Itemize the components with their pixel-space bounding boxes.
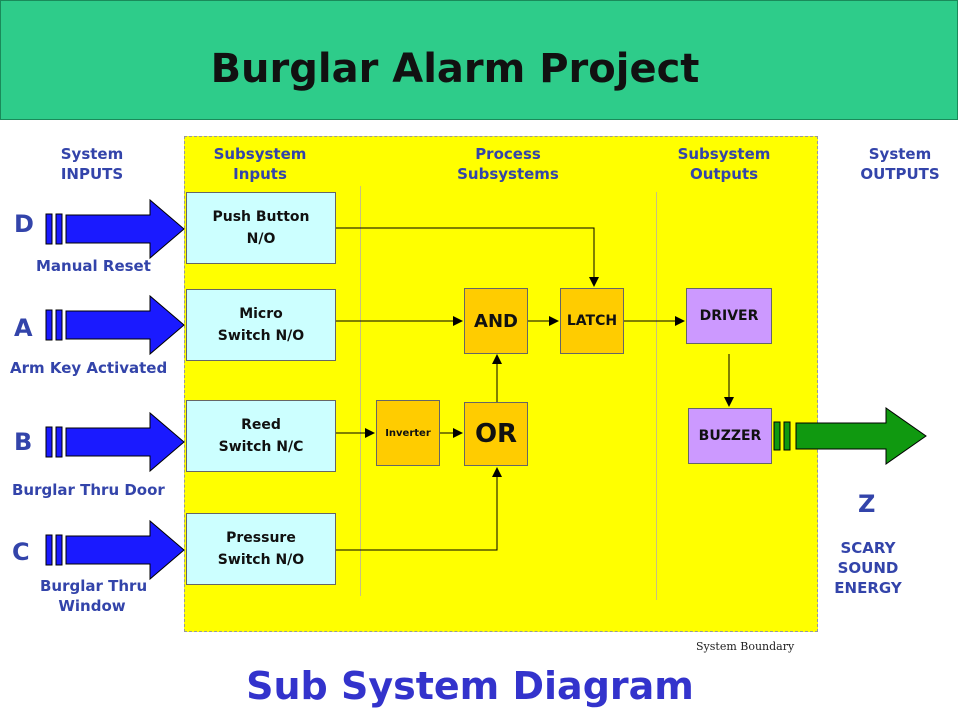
input-letter-a: A — [14, 314, 33, 342]
input-label-burglar-door: Burglar Thru Door — [12, 481, 165, 499]
col-subsystem-inputs: Subsystem Inputs — [213, 145, 307, 183]
output-arrow-z — [773, 407, 927, 465]
inverter-box: Inverter — [376, 400, 440, 466]
input-arrow-c — [45, 519, 185, 581]
diagram-title: Sub System Diagram — [246, 664, 694, 708]
col-process-subsystems: Process Subsystems — [457, 145, 559, 183]
driver-box: DRIVER — [686, 288, 772, 344]
divider-line — [360, 186, 361, 596]
output-letter-z: Z — [858, 490, 876, 518]
buzzer-box: BUZZER — [688, 408, 772, 464]
and-gate-box: AND — [464, 288, 528, 354]
page-title: Burglar Alarm Project — [210, 46, 700, 92]
input-label-manual-reset: Manual Reset — [36, 257, 151, 275]
input-arrow-b — [45, 411, 185, 473]
input-letter-c: C — [12, 538, 30, 566]
input-letter-d: D — [14, 210, 34, 238]
input-label-arm-key: Arm Key Activated — [10, 359, 168, 377]
input-label-burglar-window: Burglar Thru Window — [40, 577, 148, 615]
connector-push-to-latch — [336, 227, 599, 287]
col-system-inputs: System INPUTS — [60, 145, 124, 183]
input-arrow-d — [45, 198, 185, 260]
output-label-scary-sound: SCARY SOUND ENERGY — [834, 539, 902, 597]
title-banner — [0, 0, 958, 120]
divider-line — [656, 192, 657, 600]
or-gate-box: OR — [464, 402, 528, 466]
latch-box: LATCH — [560, 288, 624, 354]
input-arrow-a — [45, 294, 185, 356]
input-letter-b: B — [14, 428, 33, 456]
col-system-outputs: System OUTPUTS — [860, 145, 940, 183]
system-boundary-label: System Boundary — [696, 640, 795, 653]
col-subsystem-outputs: Subsystem Outputs — [677, 145, 771, 183]
connector-pressure-to-or — [336, 467, 502, 551]
